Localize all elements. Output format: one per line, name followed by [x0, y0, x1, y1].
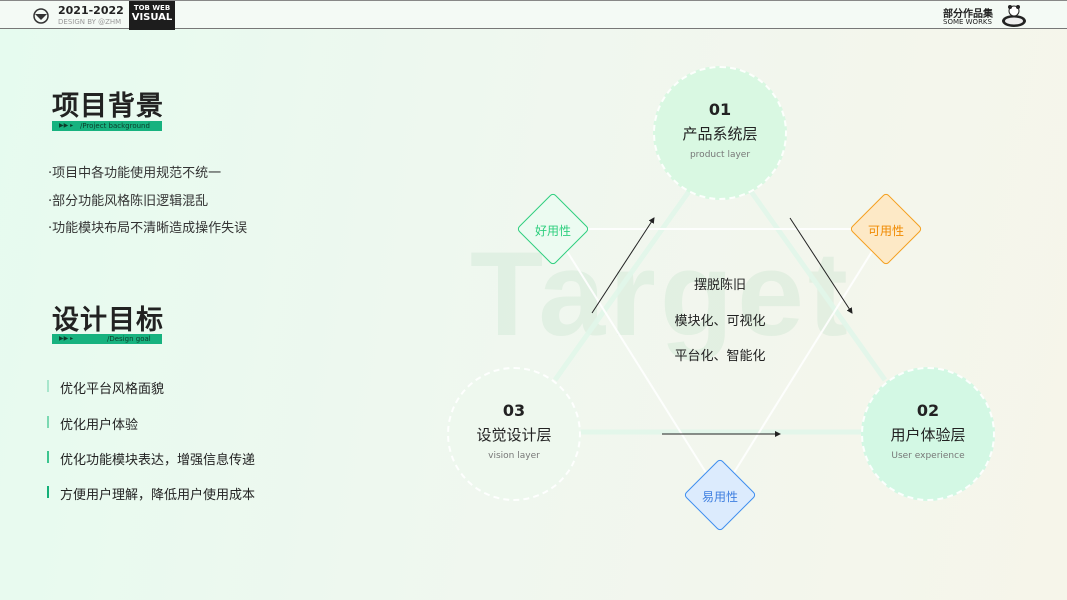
tob-line2: VISUAL	[131, 12, 173, 23]
tob-line1: TOB WEB	[133, 4, 171, 12]
center-text: 摆脱陈旧	[693, 278, 746, 293]
background-item: ·部分功能风格陈旧逻辑混乱	[48, 194, 209, 209]
background-tag-text: /Project background	[80, 122, 150, 130]
logo-icon	[33, 8, 49, 24]
watermark-text: Target	[470, 227, 852, 361]
goals-tag: ▶▶ ▸ /Design goal	[52, 334, 162, 344]
goal-item: 优化功能模块表达，增强信息传递	[47, 449, 255, 468]
goals-title: 设计目标	[52, 305, 164, 336]
forward-icon: ▶▶ ▸	[59, 122, 74, 129]
design-by: DESIGN BY @ZHM	[58, 18, 122, 26]
year-label: 2021-2022	[58, 4, 124, 17]
quality-label: 好用性	[534, 224, 571, 238]
quality-label: 易用性	[701, 490, 738, 504]
forward-icon: ▶▶ ▸	[59, 335, 74, 342]
works-subtitle: SOME WORKS	[943, 18, 992, 26]
background-tag: ▶▶ ▸ /Project background	[52, 121, 162, 131]
goal-item: 优化用户体验	[47, 414, 138, 433]
goal-item: 优化平台风格面貌	[47, 378, 164, 397]
quality-label: 可用性	[867, 224, 904, 238]
goals-tag-text: /Design goal	[107, 335, 151, 343]
center-text: 模块化、可视化	[674, 314, 766, 329]
panda-icon	[1002, 5, 1026, 27]
background-item: ·功能模块布局不清晰造成操作失误	[48, 221, 248, 236]
background-item: ·项目中各功能使用规范不统一	[48, 166, 222, 181]
background-title: 项目背景	[52, 91, 164, 122]
goal-item: 方便用户理解，降低用户使用成本	[47, 484, 255, 503]
works-title: 部分作品集	[943, 9, 993, 20]
center-text: 平台化、智能化	[674, 349, 766, 364]
